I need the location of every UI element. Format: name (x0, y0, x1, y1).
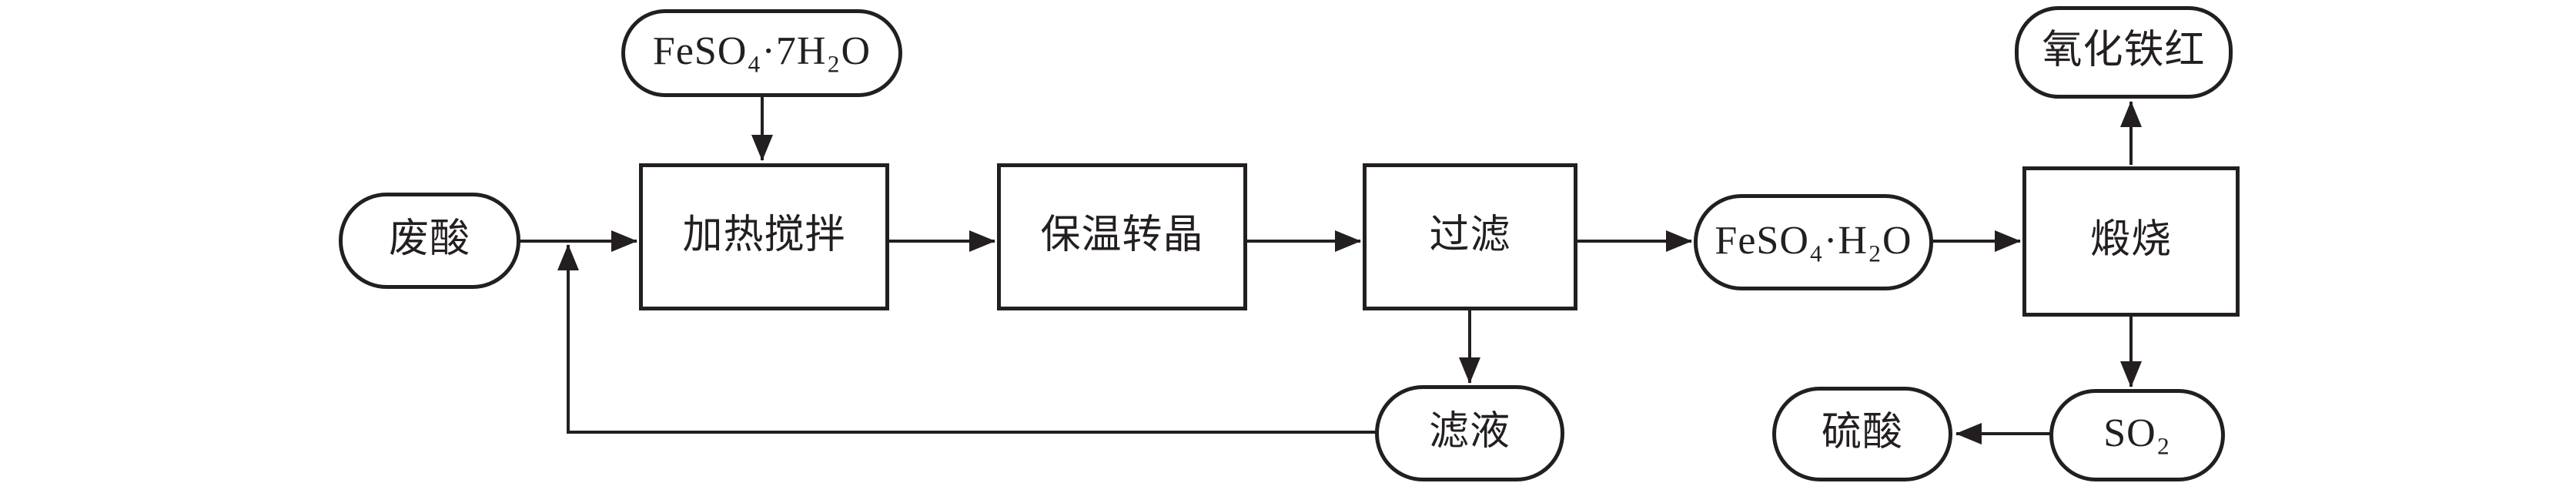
node-sulfuric-acid: 硫酸 (1772, 387, 1952, 481)
node-label: 过滤 (1429, 213, 1511, 257)
node-feso4-7h2o: FeSO₄·7H₂O (621, 9, 902, 97)
node-label: 煅烧 (2089, 217, 2172, 262)
node-filtrate: 滤液 (1375, 385, 1564, 481)
node-filter: 过滤 (1363, 163, 1577, 310)
node-label: 氧化铁红 (2042, 29, 2206, 72)
node-label: 加热搅拌 (682, 213, 846, 257)
node-heat-stir: 加热搅拌 (639, 163, 889, 310)
node-iron-oxide-red: 氧化铁红 (2015, 6, 2233, 99)
node-waste-acid: 废酸 (339, 193, 520, 289)
node-insulate-crystal: 保温转晶 (997, 163, 1247, 310)
node-calcine: 煅烧 (2022, 166, 2240, 317)
node-label: 保温转晶 (1040, 213, 1204, 257)
node-feso4-h2o: FeSO₄·H₂O (1694, 194, 1933, 290)
node-label: 硫酸 (1821, 410, 1903, 454)
node-label: FeSO₄·7H₂O (652, 29, 871, 73)
node-label: FeSO₄·H₂O (1715, 218, 1912, 263)
node-label: 滤液 (1428, 409, 1510, 454)
node-label: 废酸 (388, 216, 470, 261)
node-so2: SO₂ (2049, 389, 2225, 481)
node-label: SO₂ (2103, 411, 2171, 455)
recycle-line-filtrate-to-feed (557, 244, 1377, 434)
